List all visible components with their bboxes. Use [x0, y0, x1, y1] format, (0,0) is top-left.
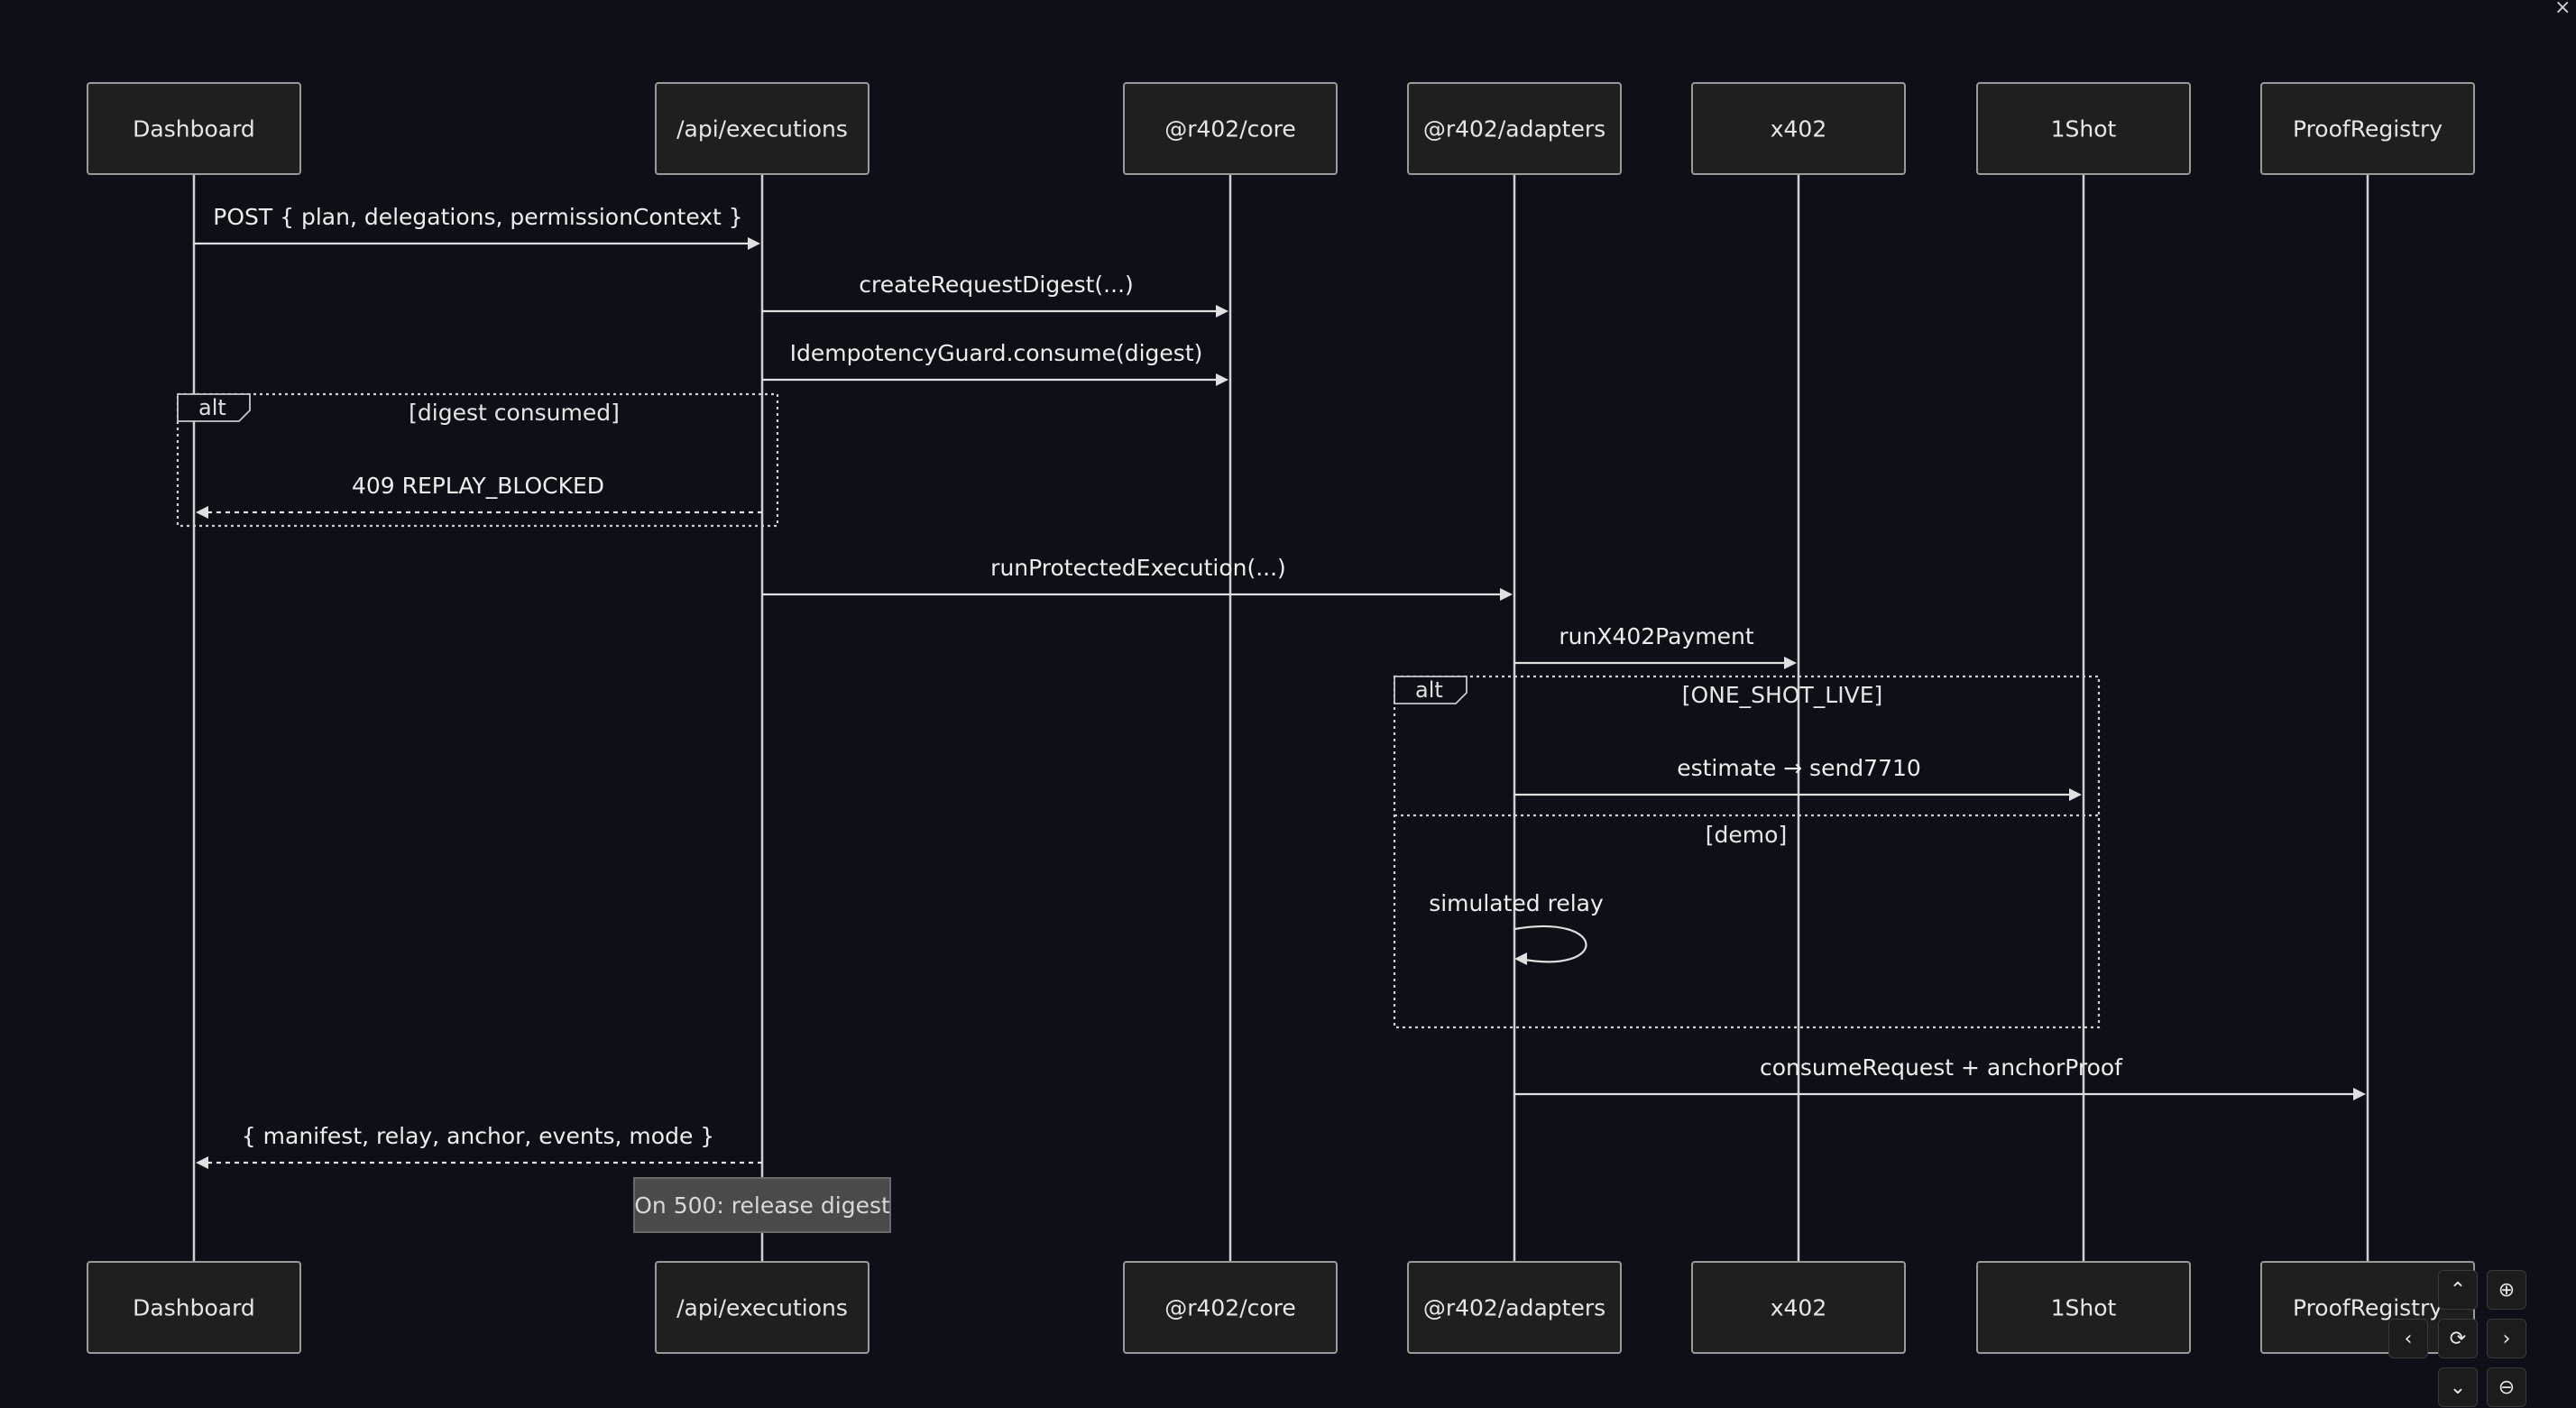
- zoom-in-icon: ⊕: [2498, 1279, 2516, 1302]
- close-icon[interactable]: ×: [2554, 0, 2571, 19]
- message-label: consumeRequest + anchorProof: [1760, 1054, 2123, 1081]
- chevron-down-icon: ⌄: [2449, 1376, 2467, 1399]
- message-label: IdempotencyGuard.consume(digest): [790, 340, 1203, 366]
- frame-condition: [ONE_SHOT_LIVE]: [1682, 682, 1883, 708]
- participant-api-bottom: /api/executions: [655, 1261, 869, 1354]
- message-label: simulated relay: [1429, 890, 1604, 916]
- participant-label: @r402/adapters: [1423, 116, 1605, 143]
- frames: alt [digest consumed] alt [ONE_SHOT_LIVE] [d…: [176, 392, 2101, 1029]
- reset-view-button[interactable]: ⟳: [2438, 1319, 2478, 1358]
- message-3: IdempotencyGuard.consume(digest): [762, 340, 1228, 386]
- message-label: runX402Payment: [1559, 623, 1753, 649]
- zoom-out-icon: ⊖: [2498, 1376, 2516, 1399]
- alt-frame-1: alt [digest consumed]: [176, 392, 779, 528]
- message-8: simulated relay: [1429, 890, 1604, 965]
- message-label: estimate → send7710: [1677, 755, 1921, 781]
- participant-x402-bottom: x402: [1691, 1261, 1906, 1354]
- participant-label: Dashboard: [133, 1295, 255, 1321]
- message-10: { manifest, relay, anchor, events, mode …: [196, 1123, 762, 1169]
- chevron-up-icon: ⌃: [2449, 1279, 2467, 1302]
- message-label: POST { plan, delegations, permissionCont…: [213, 204, 742, 230]
- pan-up-button[interactable]: ⌃: [2438, 1270, 2478, 1310]
- participant-adapters-top: @r402/adapters: [1407, 82, 1622, 175]
- message-label: { manifest, relay, anchor, events, mode …: [242, 1123, 714, 1149]
- message-5: runProtectedExecution(...): [762, 555, 1513, 601]
- participant-label: @r402/core: [1164, 1295, 1296, 1321]
- participants: DashboardDashboard/api/executions/api/ex…: [87, 82, 2475, 1354]
- participant-label: 1Shot: [2051, 1295, 2117, 1321]
- notes: On 500: release digest: [633, 1177, 891, 1233]
- participant-dashboard-top: Dashboard: [87, 82, 301, 175]
- message-7: estimate → send7710: [1514, 755, 2082, 801]
- frame-kind-label: alt: [198, 395, 226, 420]
- reset-icon: ⟳: [2449, 1328, 2467, 1350]
- participant-label: Dashboard: [133, 116, 255, 143]
- message-1: POST { plan, delegations, permissionCont…: [194, 204, 760, 250]
- participant-x402-top: x402: [1691, 82, 1906, 175]
- lifelines: [192, 174, 2369, 1262]
- message-label: createRequestDigest(...): [859, 271, 1134, 298]
- participant-oneshot-top: 1Shot: [1976, 82, 2191, 175]
- participant-label: /api/executions: [676, 116, 848, 143]
- chevron-left-icon: ‹: [2404, 1328, 2413, 1350]
- note-text: On 500: release digest: [634, 1192, 890, 1219]
- participant-label: x402: [1771, 116, 1827, 143]
- participant-label: /api/executions: [676, 1295, 848, 1321]
- participant-label: @r402/core: [1164, 116, 1296, 143]
- zoom-in-button[interactable]: ⊕: [2487, 1270, 2526, 1310]
- message-4: 409 REPLAY_BLOCKED: [196, 473, 762, 519]
- frame-condition: [demo]: [1706, 822, 1787, 848]
- pan-down-button[interactable]: ⌄: [2438, 1367, 2478, 1407]
- participant-registry-top: ProofRegistry: [2260, 82, 2475, 175]
- participant-adapters-bottom: @r402/adapters: [1407, 1261, 1622, 1354]
- message-6: runX402Payment: [1514, 623, 1797, 669]
- note-release-digest: On 500: release digest: [633, 1177, 891, 1233]
- message-label: 409 REPLAY_BLOCKED: [352, 473, 604, 499]
- participant-label: ProofRegistry: [2293, 1295, 2443, 1321]
- participant-core-bottom: @r402/core: [1123, 1261, 1338, 1354]
- participant-dashboard-bottom: Dashboard: [87, 1261, 301, 1354]
- participant-label: 1Shot: [2051, 116, 2117, 143]
- message-9: consumeRequest + anchorProof: [1514, 1054, 2366, 1100]
- participant-label: x402: [1771, 1295, 1827, 1321]
- message-2: createRequestDigest(...): [762, 271, 1228, 317]
- pan-right-button[interactable]: ›: [2487, 1319, 2526, 1358]
- participant-oneshot-bottom: 1Shot: [1976, 1261, 2191, 1354]
- messages: POST { plan, delegations, permissionCont…: [194, 204, 2366, 1169]
- pan-left-button[interactable]: ‹: [2388, 1319, 2428, 1358]
- zoom-out-button[interactable]: ⊖: [2487, 1367, 2526, 1407]
- participant-label: @r402/adapters: [1423, 1295, 1605, 1321]
- participant-api-top: /api/executions: [655, 82, 869, 175]
- frame-kind-label: alt: [1415, 677, 1443, 703]
- frame-condition: [digest consumed]: [409, 400, 620, 426]
- alt-frame-2: alt [ONE_SHOT_LIVE] [demo]: [1393, 675, 2101, 1029]
- participant-core-top: @r402/core: [1123, 82, 1338, 175]
- message-label: runProtectedExecution(...): [990, 555, 1286, 581]
- participant-label: ProofRegistry: [2293, 116, 2443, 143]
- chevron-right-icon: ›: [2502, 1328, 2511, 1350]
